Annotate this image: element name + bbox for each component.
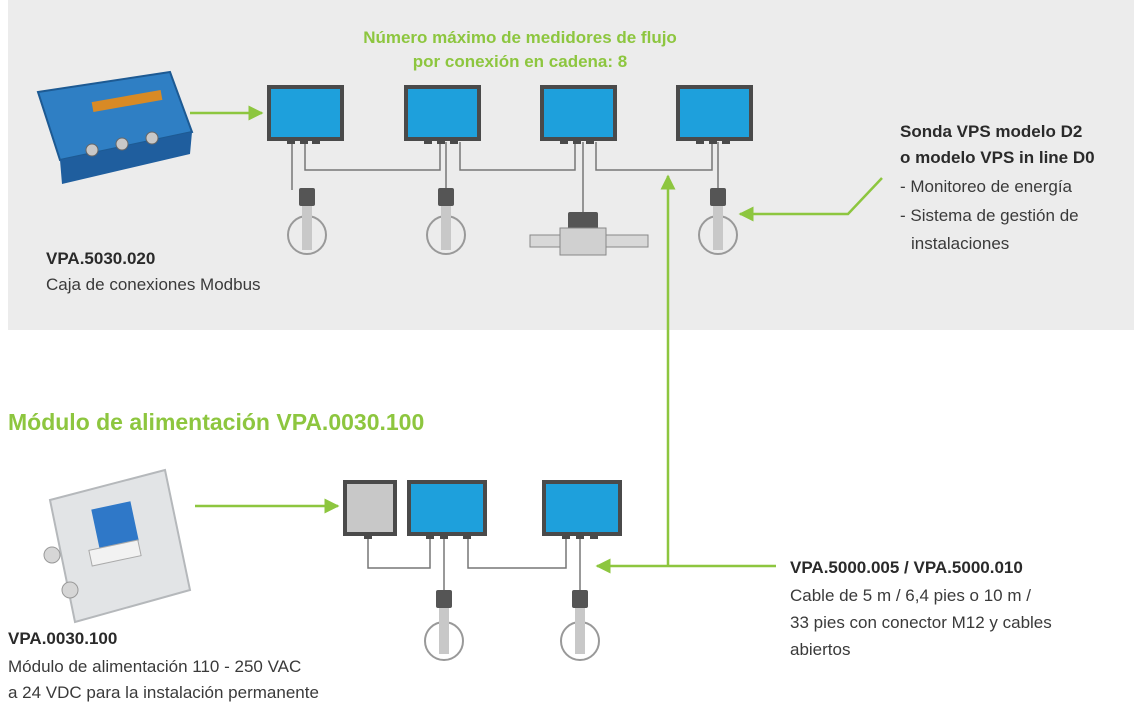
power-module-section-title: Módulo de alimentación VPA.0030.100 xyxy=(8,409,425,435)
max-meters-note: Número máximo de medidores de flujo por … xyxy=(300,26,740,74)
power-module-line1: Módulo de alimentación 110 - 250 VAC xyxy=(8,657,302,676)
sensor-item-energy: - Monitoreo de energía xyxy=(900,177,1072,196)
power-module-code: VPA.0030.100 xyxy=(8,629,118,648)
power-module-image xyxy=(43,468,192,624)
top-probe-sensor-3 xyxy=(698,188,738,255)
modbus-junction-box-image xyxy=(36,70,194,184)
top-probe-sensor-2 xyxy=(426,188,466,255)
bottom-flow-meter-1 xyxy=(407,480,487,539)
junction-box-description: Caja de conexiones Modbus xyxy=(46,275,261,294)
top-bus-cables xyxy=(291,142,719,215)
green-arrows xyxy=(190,105,883,574)
power-module-line2: a 24 VDC para la instalación permanente xyxy=(8,683,319,702)
bottom-probe-sensor-1 xyxy=(424,590,464,661)
power-adapter-box xyxy=(343,480,397,539)
sensor-item-management-cont: instalaciones xyxy=(911,234,1010,253)
sensor-item-management: - Sistema de gestión de xyxy=(900,206,1079,225)
max-meters-line2: por conexión en cadena: 8 xyxy=(412,52,628,71)
cable-line2: 33 pies con conector M12 y cables xyxy=(790,613,1052,632)
max-meters-line1: Número máximo de medidores de flujo xyxy=(363,28,677,47)
bottom-bus-cables xyxy=(367,536,581,590)
bottom-flow-meter-2 xyxy=(542,480,622,539)
bottom-probe-sensor-2 xyxy=(560,590,600,661)
top-flow-meter-4 xyxy=(676,85,753,144)
top-probe-sensor-1 xyxy=(287,188,327,255)
junction-box-code: VPA.5030.020 xyxy=(46,249,156,268)
cable-line3: abiertos xyxy=(790,640,851,659)
top-flow-meter-2 xyxy=(404,85,481,144)
cable-line1: Cable de 5 m / 6,4 pies o 10 m / xyxy=(790,586,1031,605)
sensor-title-line1: Sonda VPS modelo D2 xyxy=(900,122,1083,141)
top-flow-meter-3 xyxy=(540,85,617,144)
cable-code: VPA.5000.005 / VPA.5000.010 xyxy=(790,558,1023,577)
top-panel-background xyxy=(8,0,1134,330)
arrow-sensor-note xyxy=(738,177,883,222)
top-inline-sensor xyxy=(529,212,649,256)
top-flow-meter-1 xyxy=(267,85,344,144)
sensor-title-line2: o modelo VPS in line D0 xyxy=(900,148,1095,167)
